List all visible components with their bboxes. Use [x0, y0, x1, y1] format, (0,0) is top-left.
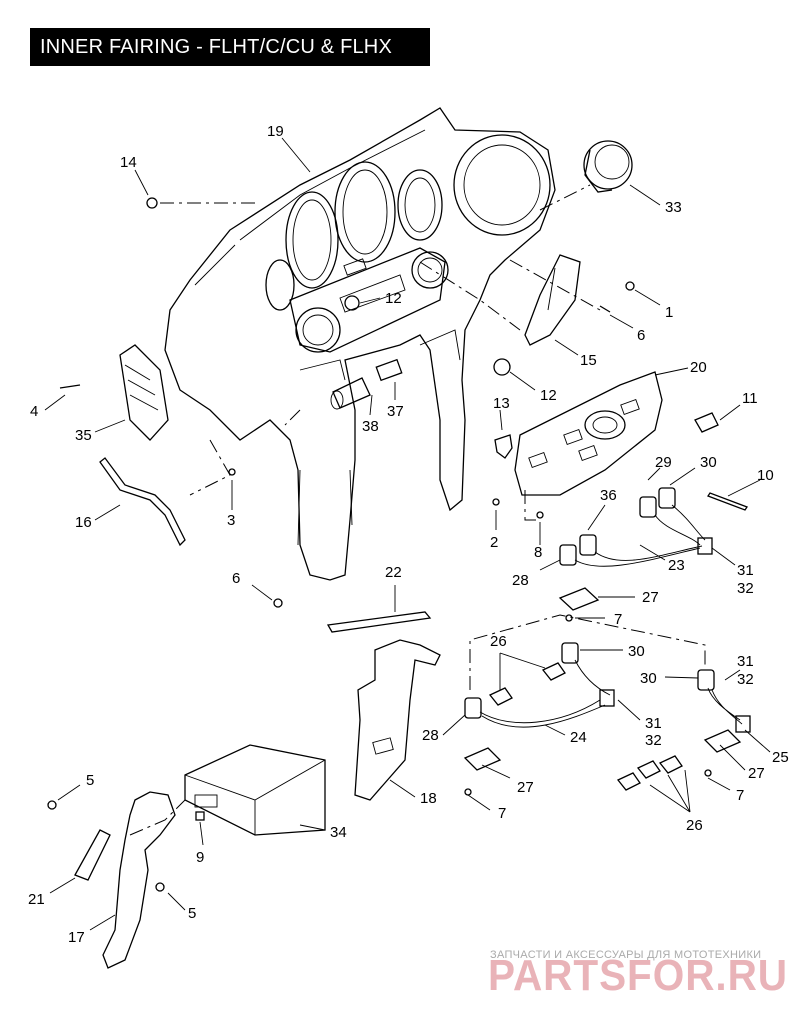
upper-switch-harness: [559, 487, 713, 567]
gauge-cup: [583, 140, 633, 193]
mount-bracket-strap: [326, 611, 432, 633]
callout-8: 8: [534, 544, 542, 561]
side-cover-panel: [524, 254, 581, 346]
callout-32: 32: [645, 732, 662, 749]
watermark-logo: PARTSFOR.RU: [488, 951, 788, 1000]
callout-25: 25: [772, 749, 789, 766]
callout-3: 3: [227, 512, 235, 529]
callout-11: 11: [742, 390, 758, 407]
callout-6: 6: [637, 327, 645, 344]
lower-right-switch-harness: [616, 669, 751, 791]
callout-7: 7: [736, 787, 744, 804]
callout-leaders: [44, 137, 771, 931]
callout-6: 6: [232, 570, 240, 587]
edge-trim-strip: [99, 457, 186, 547]
callout-12: 12: [540, 387, 557, 404]
callout-20: 20: [690, 359, 707, 376]
assembly-dash-lines: [129, 184, 706, 836]
callout-27: 27: [517, 779, 534, 796]
callout-5: 5: [188, 905, 196, 922]
callout-36: 36: [600, 487, 617, 504]
callout-31: 31: [737, 562, 754, 579]
lower-support-bracket: [354, 639, 441, 801]
callout-5: 5: [86, 772, 94, 789]
callout-32: 32: [737, 580, 754, 597]
callout-28: 28: [512, 572, 529, 589]
side-bracket-21: [74, 829, 111, 881]
retainer-part: [694, 412, 719, 433]
lower-left-switch-harness: [464, 642, 615, 728]
radio-mount-bracket: [102, 791, 176, 969]
callout-14: 14: [120, 154, 137, 171]
radio-box: [184, 744, 326, 836]
watermark: ЗАПЧАСТИ И АКСЕССУАРЫ ДЛЯ МОТОТЕХНИКИ PA…: [488, 949, 788, 1000]
callout-1: 1: [665, 304, 673, 321]
callout-26: 26: [686, 817, 703, 834]
fastener-glyphs: [47, 197, 712, 892]
callout-37: 37: [387, 403, 404, 420]
callout-2: 2: [490, 534, 498, 551]
callout-30: 30: [700, 454, 717, 471]
callout-22: 22: [385, 564, 402, 581]
switch-mount-plate-lower-left: [463, 747, 502, 771]
callout-21: 21: [28, 891, 45, 908]
connector-9: [195, 811, 205, 821]
switch-mount-plate-upper: [558, 587, 600, 611]
callout-24: 24: [570, 729, 587, 746]
callout-33: 33: [665, 199, 682, 216]
callout-23: 23: [668, 557, 685, 574]
callout-38: 38: [362, 418, 379, 435]
cable-tie: [707, 492, 748, 511]
speaker-grille: [119, 344, 169, 441]
callout-18: 18: [420, 790, 437, 807]
callout-32: 32: [737, 671, 754, 688]
callout-13: 13: [493, 395, 510, 412]
callout-16: 16: [75, 514, 92, 531]
clip-part: [494, 434, 513, 459]
callout-27: 27: [642, 589, 659, 606]
callout-4: 4: [30, 403, 38, 420]
inner-fairing-shell: [164, 107, 556, 581]
callout-19: 19: [267, 123, 284, 140]
callout-26: 26: [490, 633, 507, 650]
power-socket: [330, 358, 403, 410]
callout-12: 12: [385, 290, 402, 307]
callout-29: 29: [655, 454, 672, 471]
callout-27: 27: [748, 765, 765, 782]
callout-28: 28: [422, 727, 439, 744]
switch-housing: [514, 371, 663, 496]
callout-15: 15: [580, 352, 597, 369]
callout-10: 10: [757, 467, 774, 484]
callout-35: 35: [75, 427, 92, 444]
callout-9: 9: [196, 849, 204, 866]
callout-31: 31: [645, 715, 662, 732]
callout-31: 31: [737, 653, 754, 670]
callout-17: 17: [68, 929, 85, 946]
callout-30: 30: [628, 643, 645, 660]
callout-7: 7: [614, 611, 622, 628]
watermark-tagline: ЗАПЧАСТИ И АКСЕССУАРЫ ДЛЯ МОТОТЕХНИКИ: [490, 949, 761, 961]
part-callouts: 19 14 33 12 1 6 15 12 4 35 38 37 13 20 1…: [28, 123, 789, 946]
callout-7: 7: [498, 805, 506, 822]
callout-30: 30: [640, 670, 657, 687]
diagram-title: INNER FAIRING - FLHT/C/CU & FLHX: [30, 28, 430, 66]
callout-34: 34: [330, 824, 347, 841]
